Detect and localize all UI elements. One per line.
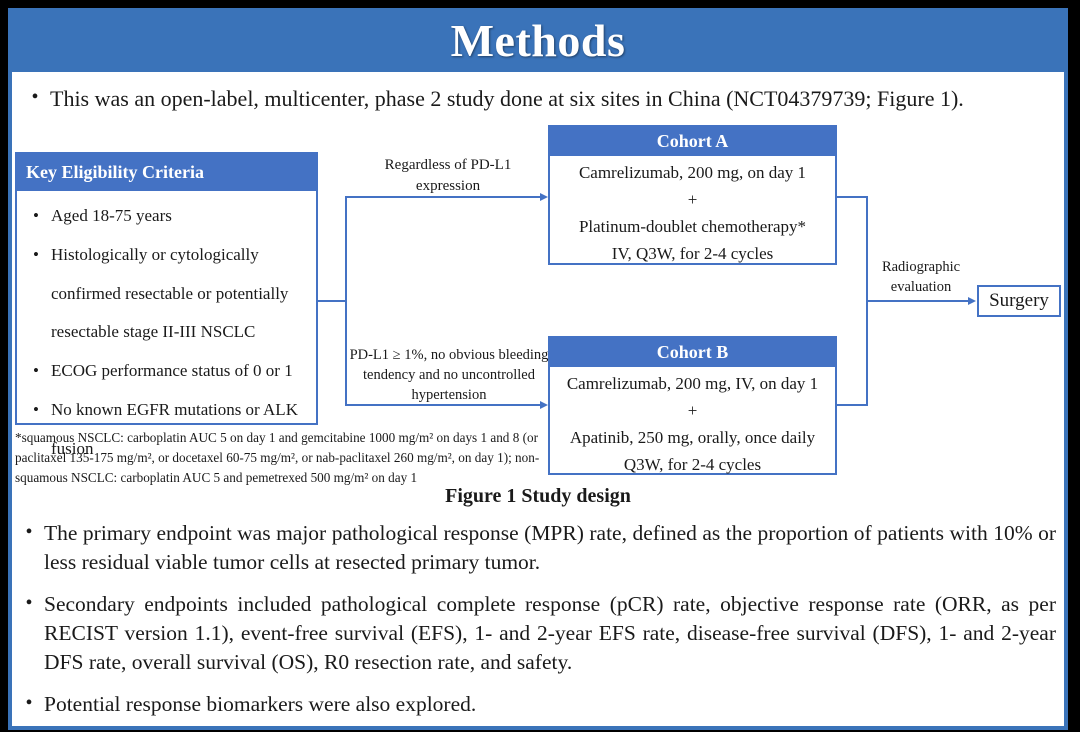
arrowhead-icon: [968, 297, 976, 305]
cohort-b-line: Apatinib, 250 mg, orally, once daily: [569, 427, 816, 447]
eligibility-item: • Histologically or cytologically confir…: [21, 236, 312, 352]
slide-frame: Methods • This was an open-label, multic…: [8, 8, 1068, 730]
branch-label-bottom: PD-L1 ≥ 1%, no obvious bleeding tendency…: [349, 347, 549, 403]
connector-cohort-a-out: [835, 196, 868, 198]
title-banner: Methods: [8, 8, 1068, 72]
connector-left-vertical: [345, 196, 347, 406]
eligibility-box: Key Eligibility Criteria • Aged 18-75 ye…: [15, 152, 318, 458]
arrowhead-icon: [540, 401, 548, 409]
cohort-b-line: Camrelizumab, 200 mg, IV, on day 1: [566, 374, 819, 393]
chemotherapy-footnote: *squamous NSCLC: carboplatin AUC 5 on da…: [15, 430, 540, 485]
eligibility-item: • ECOG performance status of 0 or 1: [21, 352, 312, 391]
bullet-icon: •: [33, 399, 39, 419]
connector-arrow-surgery: [866, 297, 976, 305]
connector-arrow-cohort-a: [345, 193, 548, 201]
bullet-icon: •: [25, 692, 33, 715]
bullet-primary-endpoint: • The primary endpoint was major patholo…: [14, 519, 1060, 577]
cohort-b-box: Cohort B Camrelizumab, 200 mg, IV, on da…: [548, 336, 837, 475]
endpoint-bullets: • The primary endpoint was major patholo…: [14, 519, 1060, 732]
cohort-b-line: +: [687, 400, 698, 420]
connector-cohort-b-out: [835, 404, 868, 406]
connector-arrow-cohort-b: [345, 401, 548, 409]
cohort-b-header: Cohort B: [550, 338, 835, 367]
cohort-b-line: Q3W, for 2-4 cycles: [623, 454, 762, 474]
bullet-secondary-endpoints: • Secondary endpoints included pathologi…: [14, 590, 1060, 677]
cohort-a-line: Platinum-doublet chemotherapy*: [578, 216, 807, 236]
bullet-icon: •: [25, 521, 33, 543]
bullet-icon: •: [33, 361, 39, 380]
intro-bullet: • This was an open-label, multicenter, p…: [20, 84, 1040, 114]
bullet-icon: •: [33, 206, 39, 225]
cohort-a-box: Cohort A Camrelizumab, 200 mg, on day 1 …: [548, 125, 837, 265]
eligibility-item: • Aged 18-75 years: [21, 197, 312, 236]
cohort-a-line: +: [687, 189, 698, 209]
branch-label-top: Regardless of PD-L1 expression: [384, 157, 512, 194]
figure-caption: Figure 1 Study design: [445, 485, 631, 507]
eligibility-item: • No known EGFR mutations or ALK fusion: [21, 391, 312, 469]
page-title: Methods: [450, 14, 626, 66]
bullet-icon: •: [25, 592, 33, 615]
eligibility-list: • Aged 18-75 years • Histologically or c…: [17, 191, 316, 468]
cohort-b-body: Camrelizumab, 200 mg, IV, on day 1 + Apa…: [550, 367, 835, 478]
intro-bullet-text: This was an open-label, multicenter, pha…: [50, 86, 964, 111]
surgery-box: Surgery: [977, 285, 1061, 317]
cohort-a-body: Camrelizumab, 200 mg, on day 1 + Platinu…: [550, 156, 835, 267]
cohort-a-line: IV, Q3W, for 2-4 cycles: [611, 243, 774, 263]
cohort-a-header: Cohort A: [550, 127, 835, 156]
connector-eligibility-stub: [318, 300, 347, 302]
eligibility-header: Key Eligibility Criteria: [17, 154, 316, 191]
evaluation-label: Radiographic evaluation: [881, 259, 961, 295]
bullet-biomarkers: • Potential response biomarkers were als…: [14, 690, 1060, 719]
cohort-a-line: Camrelizumab, 200 mg, on day 1: [578, 163, 807, 182]
bullet-icon: •: [31, 86, 39, 108]
arrowhead-icon: [540, 193, 548, 201]
bullet-icon: •: [33, 244, 39, 264]
